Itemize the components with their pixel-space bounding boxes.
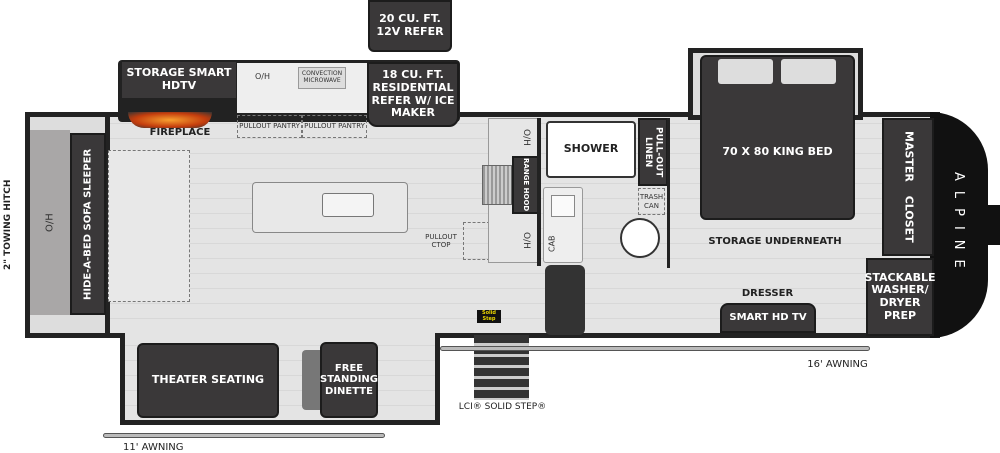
dresser-label: DRESSER [741, 287, 794, 299]
convection-microwave: CONVECTION MICROWAVE [298, 67, 346, 89]
sofa-sleeper: HIDE-A-BED SOFA SLEEPER [70, 133, 106, 315]
brand-logo: ALPINE [950, 172, 966, 278]
rug [108, 150, 190, 302]
washer-dryer-prep: STACKABLE WASHER/ DRYER PREP [864, 258, 936, 336]
pillow-right [781, 59, 836, 84]
storage-underneath-label: STORAGE UNDERNEATH [708, 236, 842, 248]
residential-refer: 18 CU. FT. RESIDENTIAL REFER W/ ICE MAKE… [367, 62, 459, 127]
hitch-pin [985, 205, 1000, 245]
pullout-pantry-2: PULLOUT PANTRY [302, 115, 367, 138]
vanity-sink-icon [551, 195, 575, 217]
pullout-ctop-label: PULLOUT CTOP [425, 232, 457, 249]
fireplace-label: FIREPLACE [149, 127, 211, 139]
stove-icon [482, 165, 512, 205]
front-cap [930, 112, 988, 338]
bath-door-chair [545, 265, 585, 335]
awning-11 [103, 433, 385, 438]
toilet-icon [620, 218, 660, 258]
living-slideout [120, 333, 440, 425]
entry-steps [474, 335, 529, 400]
solid-step-label: LCI® SOLID STEP® [458, 401, 547, 412]
solid-step-logo: Solid Step [477, 310, 501, 323]
pullout-ctop [463, 222, 490, 260]
kitchen-island [252, 182, 408, 233]
kitchen-overhead: O/H [254, 72, 270, 82]
pullout-linen: PULL-OUT LINEN [638, 118, 668, 186]
awning-16 [440, 346, 870, 351]
shower: SHOWER [546, 121, 636, 178]
pillow-left [718, 59, 773, 84]
awning-11-label: 11' AWNING [123, 442, 184, 453]
sofa-overhead: O/H [30, 130, 70, 315]
storage-smart-hdtv: STORAGE SMART HDTV [122, 62, 236, 98]
12v-refer: 20 CU. FT. 12V REFER [368, 0, 452, 52]
free-standing-dinette: FREE STANDING DINETTE [320, 342, 378, 418]
fireplace-icon [128, 112, 212, 128]
towing-hitch-label: 2" TOWING HITCH [2, 179, 13, 271]
galley-overhead-1: O/H [521, 129, 532, 146]
dresser-smart-hd-tv: SMART HD TV [720, 303, 816, 333]
bedroom-wall [667, 118, 670, 268]
range-hood: RANGE HOOD [512, 156, 540, 214]
cabinet: CAB [547, 235, 557, 253]
theater-seating: THEATER SEATING [137, 343, 279, 418]
sink-icon [322, 193, 374, 217]
bath-wall [537, 118, 541, 266]
pullout-pantry-1: PULLOUT PANTRY [237, 115, 302, 138]
trash-can: TRASH CAN [638, 188, 665, 215]
awning-16-label: 16' AWNING [807, 359, 868, 371]
master-closet: MASTER CLOSET [882, 118, 934, 256]
galley-overhead-2: O/H [521, 231, 532, 249]
